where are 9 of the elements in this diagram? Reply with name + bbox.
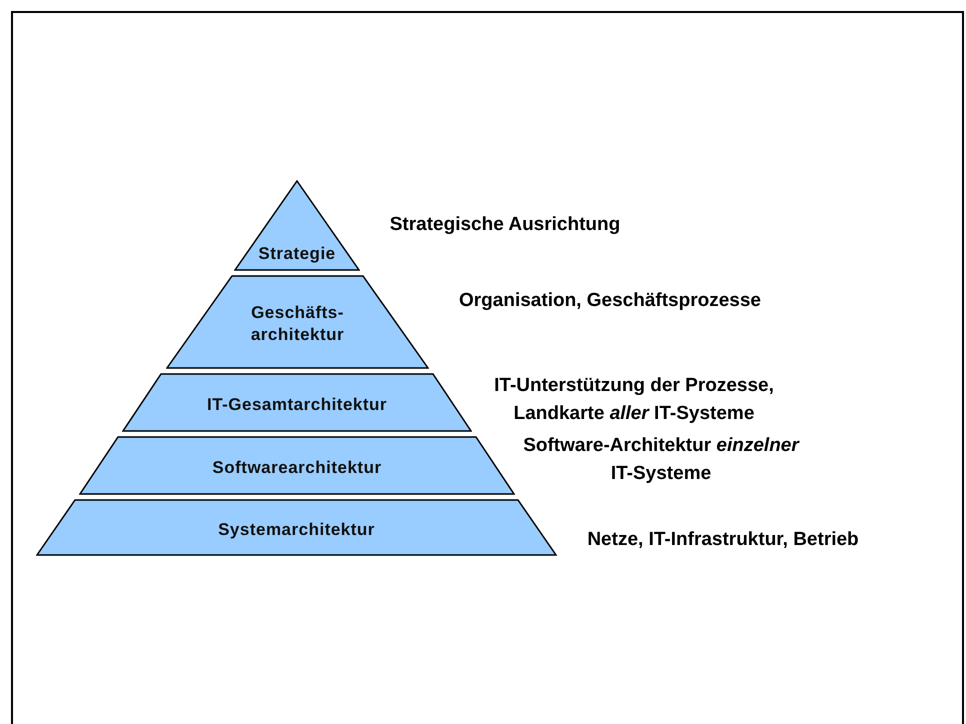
layer-description: Netze, IT-Infrastruktur, Betrieb (586, 528, 860, 552)
layer-label: Softwarearchitektur (212, 456, 382, 478)
layer-label: Systemarchitektur (218, 518, 375, 540)
layer-label: IT-Gesamtarchitektur (206, 394, 388, 416)
layer-label: Geschäfts- architektur (250, 302, 346, 346)
layer-description: Organisation, Geschäftsprozesse (458, 289, 762, 313)
layer-description: Software-Architektur einzelner IT-Systeme (522, 434, 800, 486)
layer-label: Strategie (258, 242, 336, 264)
layer-description: Strategische Ausrichtung (388, 213, 622, 237)
